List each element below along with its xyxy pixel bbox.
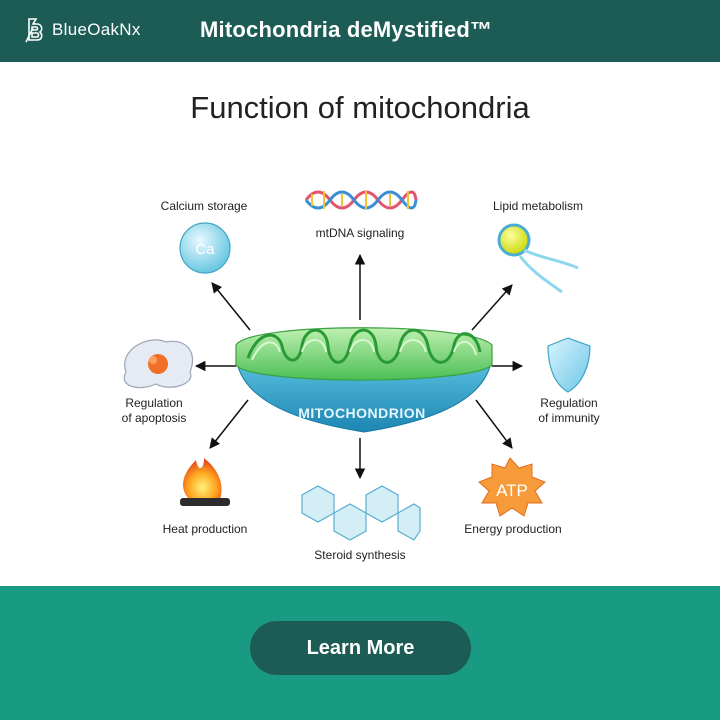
brand-logo[interactable]: BlueOakNx	[24, 16, 141, 44]
apoptosis-cell-icon	[123, 339, 194, 389]
label-regulation-apoptosis-line1: Regulation	[125, 396, 183, 410]
mitochondrion-illustration: MITOCHONDRION	[235, 327, 493, 433]
calcium-icon: Ca	[179, 222, 231, 274]
label-regulation-apoptosis-line2: of apoptosis	[121, 411, 187, 425]
label-lipid-metabolism: Lipid metabolism	[492, 199, 584, 213]
logo-text: BlueOakNx	[52, 20, 141, 39]
shield-icon	[547, 337, 591, 393]
page-title: Function of mitochondria	[190, 90, 530, 125]
label-calcium-storage: Calcium storage	[160, 199, 248, 213]
learn-more-button[interactable]: Learn More	[250, 621, 471, 675]
steroid-hexagon-icon	[301, 485, 421, 541]
arrow-calcium	[211, 282, 251, 331]
label-energy-production: Energy production	[464, 522, 562, 536]
arrow-energy	[475, 399, 513, 449]
mitochondrion-label: MITOCHONDRION	[298, 405, 426, 421]
dna-icon	[304, 190, 418, 210]
header-bar: BlueOakNx Mitochondria deMystified™	[0, 0, 720, 62]
logo-b-icon	[25, 18, 43, 43]
label-regulation-immunity-line2: of immunity	[538, 411, 600, 425]
fire-icon	[180, 458, 230, 506]
arrow-heat	[209, 399, 249, 449]
mitochondria-diagram: MITOCHONDRION Ca	[123, 190, 591, 541]
lipid-icon	[497, 223, 579, 294]
label-regulation-immunity: Regulation of immunity	[538, 396, 599, 426]
label-mtdna-signaling: mtDNA signaling	[315, 226, 405, 240]
arrows-group	[194, 253, 524, 480]
label-heat-production: Heat production	[162, 522, 248, 536]
label-steroid-synthesis: Steroid synthesis	[314, 548, 406, 562]
label-regulation-immunity-line1: Regulation	[540, 396, 598, 410]
label-regulation-apoptosis: Regulation of apoptosis	[122, 396, 187, 426]
svg-text:ATP: ATP	[496, 481, 528, 500]
header-title: Mitochondria deMystified™	[200, 17, 493, 42]
arrow-lipid	[471, 284, 513, 331]
svg-text:Ca: Ca	[195, 241, 215, 258]
atp-burst-icon: ATP	[478, 457, 546, 517]
